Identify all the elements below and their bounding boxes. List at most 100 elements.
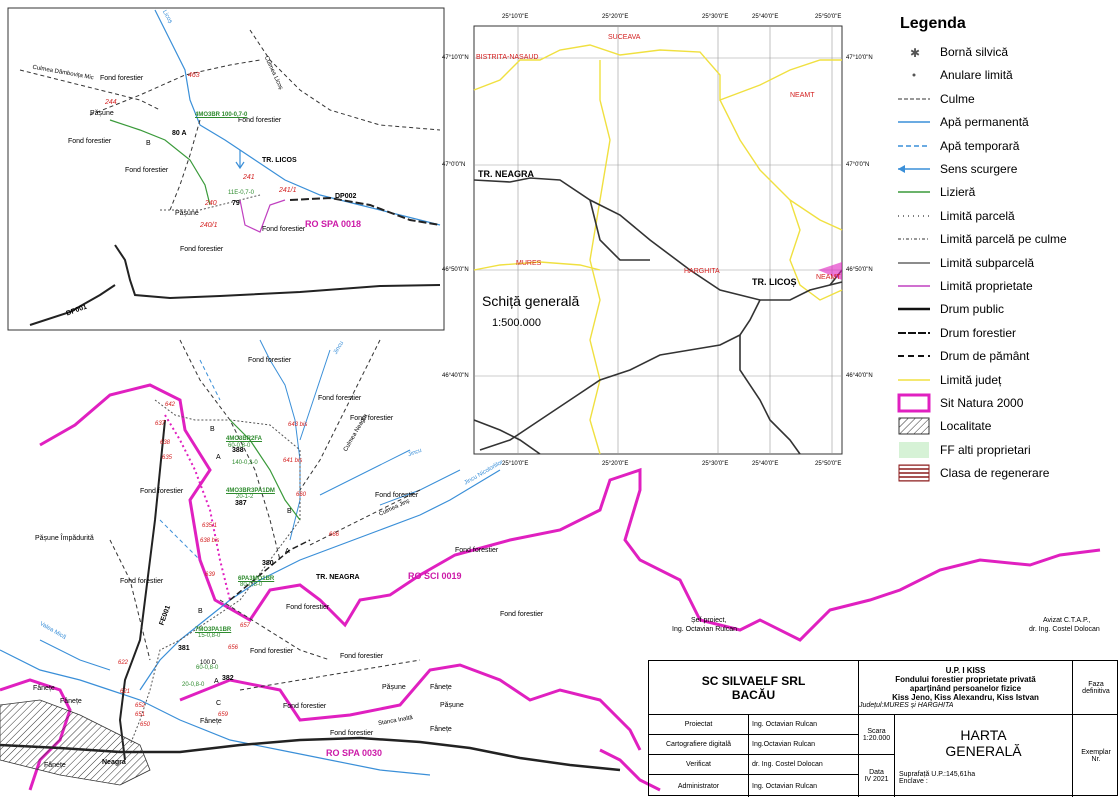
marker-label: 660 [296,492,307,498]
river [139,469,501,691]
lon-tick-label: 25°30'0"E [702,14,729,20]
legend-label: Limită subparcelă [940,255,1035,270]
natura-2000-boundary [39,383,1101,642]
river [259,339,301,541]
green-box [899,441,929,458]
river [0,649,431,776]
inset-frame [7,7,445,331]
area-label: Fânețe [44,762,66,769]
legend-label: Anulare limită [940,68,1013,83]
marker-label: 635 [162,455,173,461]
sef-proiect-name: Ing. Octavian Rulcan [672,626,737,633]
scara-value: 1:20.000 [862,734,891,742]
map-title: GENERALĂ [945,743,1022,759]
natura-2000-boundary [179,663,642,751]
data-cell: Data IV 2021 [859,755,895,797]
marker-label: 652 [135,703,146,709]
marker-label: 651 [135,712,146,718]
legend-label: Bornă silvică [940,45,1009,59]
legend-label: Clasa de regenerare [940,466,1050,481]
unit-label: 79 [232,200,240,207]
forest-edge [109,119,211,206]
area-label: Fânețe [200,718,222,725]
river [319,449,411,496]
red-striped-box [898,464,930,482]
forest-road [289,196,441,226]
hatched-box [898,417,930,435]
legend-label: Lizieră [940,185,976,200]
lat-tick-label: 46°50'0"N [442,267,469,273]
legend-item: Anulare limită [896,65,1116,85]
marker-label: 642 [165,402,176,408]
enclave-label: Enclave : [899,778,928,785]
unit-label: A [216,454,221,461]
exemplar-label: Exemplar [1081,749,1111,756]
magenta-box [897,393,931,413]
lon-tick-label: 25°40'0"E [752,14,779,20]
overview-roads [473,177,843,455]
stand-label: 80-0,8-0 [240,582,263,588]
legend-label: Limită proprietate [940,279,1033,293]
role-cell: Administrator [649,775,749,797]
crest-line [109,539,151,661]
legend-item: Limită proprietate [896,276,1116,296]
area-label: Fânețe [430,726,452,733]
unit-label: B [146,140,151,147]
svg-text:✱: ✱ [910,46,920,60]
stand-label: 4MO3BR2FA [226,436,263,442]
stand-label: 60-0,8-0 [228,443,251,449]
stand-label: 140-0,3-0 [232,460,258,466]
road-label: DP002 [335,193,357,200]
area-label: Fond forestier [500,611,544,618]
lat-tick-label: 47°0'0"N [846,162,870,168]
forest-road [118,419,166,761]
marker-label: 659 [218,712,229,718]
marker-label: 657 [240,623,251,629]
lat-tick-label: 47°0'0"N [442,162,466,168]
area-label: Fond forestier [318,395,362,402]
area-label: Fânețe [430,684,452,691]
overview-grid [474,26,842,454]
up-line: Fondului forestier proprietate privată [895,675,1036,684]
unit-label: B [287,508,292,515]
lat-tick-label: 46°40'0"N [846,373,873,379]
area-label: Fond forestier [140,488,184,495]
role-label: Cartografiere digitală [666,741,731,748]
suprafata-label: Suprafață U.P.:145,61ha [899,771,976,778]
crest-line [299,339,381,491]
legend-item: Limită parcelă [896,206,1116,226]
marker-label: 643 bis [288,422,308,428]
river [39,639,111,671]
stand-label: 7MO3PA1BR [195,627,232,633]
legend-item: Culme [896,89,1116,109]
legend-label: Limită parcelă pe culme [940,232,1067,247]
area-label: Fond forestier [262,226,306,233]
exemplar-nr: Nr. [1091,756,1101,763]
marker-label: 240 [205,200,217,207]
area-label: Fond forestier [180,246,224,253]
lon-tick-label: 25°20'0"E [602,461,629,467]
unit-label: B [198,608,203,615]
place-label: Neagra [102,759,126,766]
legend-label: Apă permanentă [940,115,1029,130]
legend-item: Clasa de regenerare [896,463,1116,483]
area-label: Pășune [440,702,464,709]
crest-line [89,59,261,116]
up-line: aparținând persoanelor fizice [909,684,1022,693]
legend-label: Drum forestier [940,325,1017,340]
county-label: NEAMT [816,274,841,281]
marker-label: 241/1 [279,187,297,194]
area-label: Fond forestier [125,167,169,174]
up-cell: U.P. I KISS Fondului forestier proprieta… [859,661,1073,715]
stand-label: 60-0,8-0 [196,665,219,671]
role-cell: Proiectat [649,715,749,735]
faza-value: definitiva [1082,687,1110,695]
company-cell: SC SILVAELF SRL BACĂU [649,661,859,715]
legend-item: Apă temporară [896,136,1116,156]
arrow [235,150,245,170]
unit-label: 387 [235,500,247,507]
county-boundaries [473,44,843,455]
stand-label: 6PA3MO1BR [238,576,275,582]
stand-label: 11E-0,7-0 [228,190,254,196]
